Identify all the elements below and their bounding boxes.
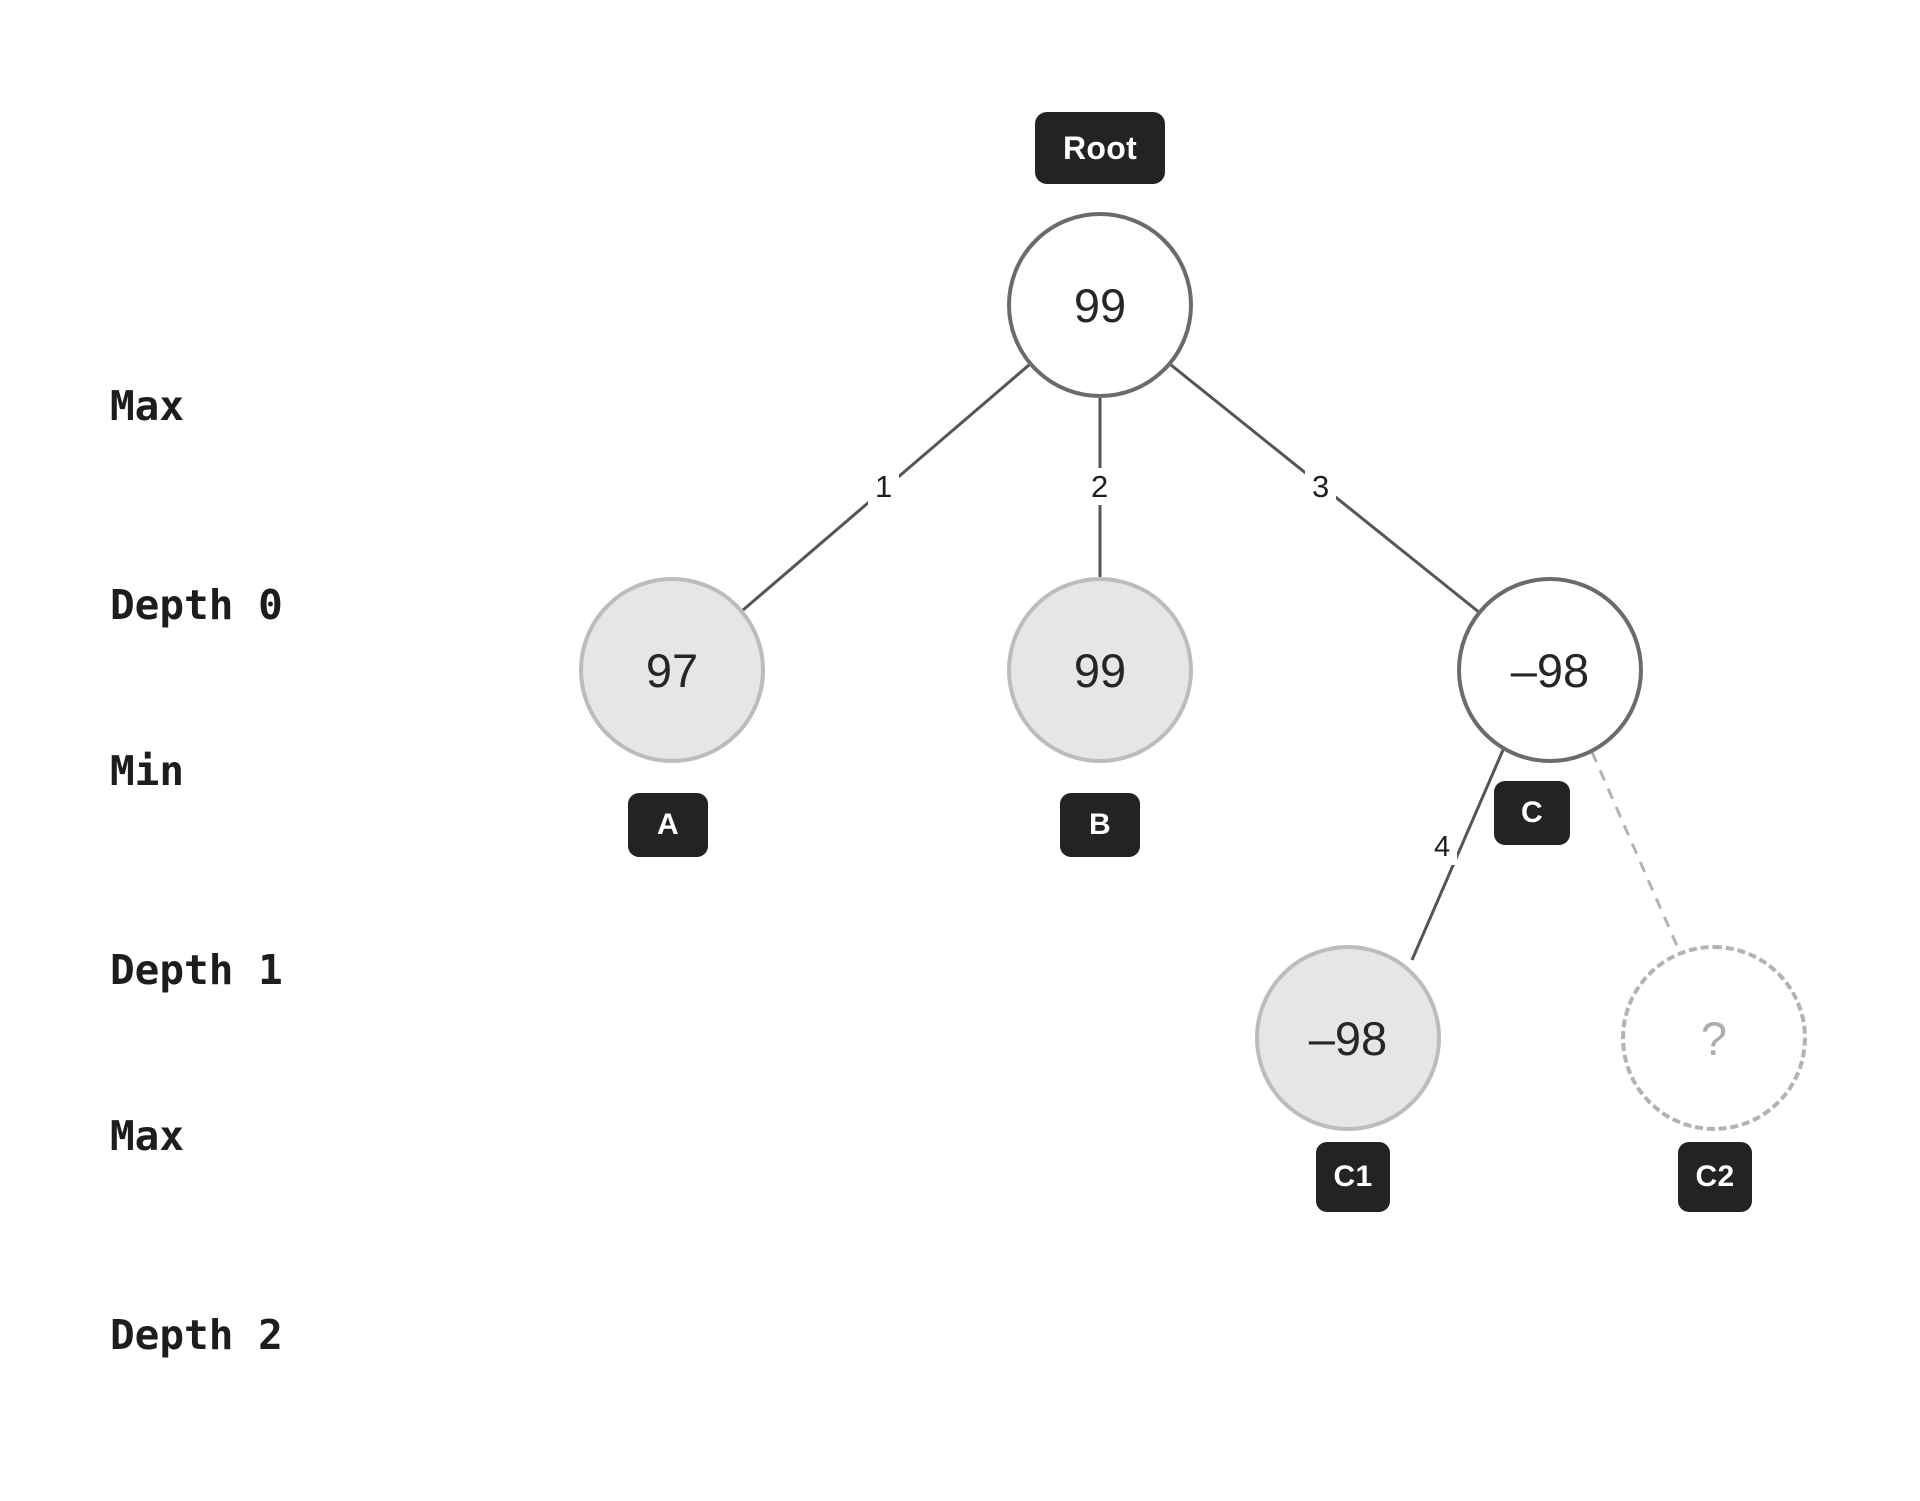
- edge-label-root-c: 3: [1305, 468, 1337, 505]
- depth-label-0: Max Depth 0: [110, 240, 283, 771]
- node-c1-value: –98: [1308, 1011, 1388, 1065]
- node-c2[interactable]: ?: [1621, 945, 1807, 1131]
- node-c2-value: ?: [1700, 1011, 1728, 1065]
- badge-c1-label: C1: [1333, 1160, 1373, 1193]
- node-root-value: 99: [1073, 278, 1127, 332]
- badge-b-label: B: [1089, 808, 1111, 841]
- depth-label-0-line2: Depth 0: [110, 581, 283, 630]
- depth-label-0-line1: Max: [110, 381, 185, 430]
- edge-c-c1: [1410, 749, 1505, 961]
- edge-label-root-a-text: 1: [875, 469, 893, 504]
- badge-c2-label: C2: [1695, 1160, 1735, 1193]
- diagram-canvas: Max Depth 0 Min Depth 1 Max Depth 2 Root…: [110, 112, 1807, 1359]
- depth-label-1: Min Depth 1: [110, 605, 283, 1136]
- badge-c[interactable]: C: [1494, 781, 1570, 845]
- node-c[interactable]: –98: [1457, 577, 1643, 763]
- edge-label-root-a: 1: [868, 468, 900, 505]
- badge-c1[interactable]: C1: [1316, 1142, 1390, 1212]
- depth-label-2-line2: Depth 2: [110, 1311, 283, 1360]
- depth-label-1-line2: Depth 1: [110, 946, 283, 995]
- edge-label-root-c-text: 3: [1312, 469, 1330, 504]
- edge-label-c-c1-text: 4: [1434, 831, 1451, 863]
- node-c1[interactable]: –98: [1255, 945, 1441, 1131]
- badge-a-label: A: [657, 808, 679, 841]
- node-c-value: –98: [1510, 643, 1590, 697]
- badge-b[interactable]: B: [1060, 793, 1140, 857]
- edge-label-root-b-text: 2: [1091, 469, 1109, 504]
- edge-label-root-b: 2: [1084, 468, 1116, 505]
- depth-label-2-line1: Max: [110, 1111, 185, 1160]
- badge-c2[interactable]: C2: [1678, 1142, 1752, 1212]
- node-a[interactable]: 97: [579, 577, 765, 763]
- edge-label-c-c1: 4: [1427, 830, 1458, 865]
- badge-root-label: Root: [1062, 130, 1138, 166]
- node-root[interactable]: 99: [1007, 212, 1193, 398]
- depth-label-2: Max Depth 2: [110, 970, 283, 1501]
- node-b[interactable]: 99: [1007, 577, 1193, 763]
- depth-label-1-line1: Min: [110, 746, 185, 795]
- edge-c-c2-dashed: [1590, 751, 1680, 949]
- badge-root[interactable]: Root: [1035, 112, 1165, 184]
- node-b-value: 99: [1073, 643, 1127, 697]
- badge-c-label: C: [1521, 796, 1543, 829]
- node-a-value: 97: [645, 643, 699, 697]
- badge-a[interactable]: A: [628, 793, 708, 857]
